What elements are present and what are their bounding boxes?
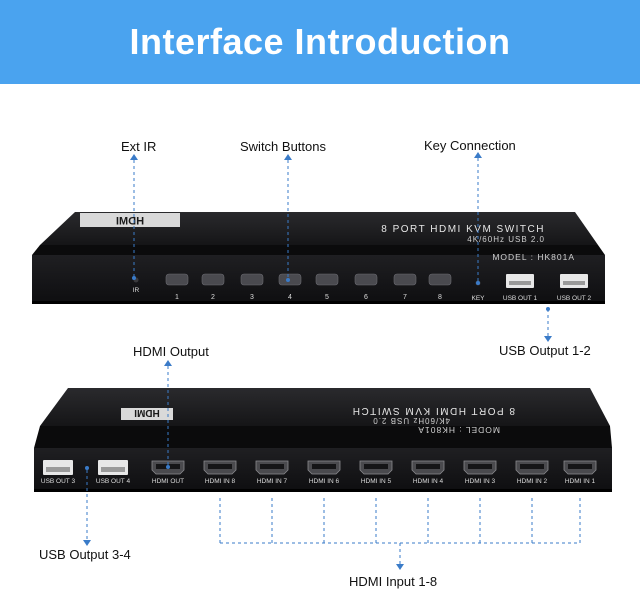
hdmi-in-port-slot	[364, 464, 388, 469]
key-connection-arrowhead	[474, 152, 482, 158]
usb-output-3-4-dot	[85, 466, 89, 470]
rear-spec: 4K/60Hz USB 2.0	[372, 416, 450, 425]
callout-dots	[85, 276, 550, 470]
switch-button-label: 4	[288, 294, 292, 301]
ext-ir-dot	[132, 276, 136, 280]
switch-button-5[interactable]	[315, 273, 339, 286]
switch-button-group: 1 2 3 4 5 6 7 8	[165, 273, 452, 301]
switch-button-label: 3	[250, 294, 254, 301]
switch-button-label: 7	[403, 294, 407, 301]
hdmi-in-label: HDMI IN 4	[413, 478, 444, 485]
hdmi-in-port-slot	[468, 464, 492, 469]
hdmi-in-port-slot	[520, 464, 544, 469]
callout-key-connection: Key Connection	[424, 138, 516, 153]
rear-top-print: 8 PORT HDMI KVM SWITCH 4K/60Hz USB 2.0 M…	[121, 405, 515, 435]
hdmi-in-port-slot	[568, 464, 592, 469]
usb-out-2-port[interactable]	[560, 274, 588, 288]
hdmi-in-label: HDMI IN 3	[465, 478, 496, 485]
rear-product-name: 8 PORT HDMI KVM SWITCH	[351, 405, 515, 416]
hdmi-output-arrowhead	[164, 360, 172, 366]
switch-button-2[interactable]	[201, 273, 225, 286]
switch-buttons-dot	[286, 278, 290, 282]
switch-button-label: 6	[364, 294, 368, 301]
hdmi-in-label: HDMI IN 6	[309, 478, 340, 485]
callout-hdmi-input-1-8: HDMI Input 1-8	[349, 574, 438, 589]
rear-device: 8 PORT HDMI KVM SWITCH 4K/60Hz USB 2.0 M…	[34, 388, 612, 492]
key-label: KEY	[471, 295, 485, 302]
usb-out-2-label: USB OUT 2	[557, 295, 592, 302]
hdmi-in-label: HDMI IN 1	[565, 478, 596, 485]
callout-lines	[86, 158, 581, 564]
title-banner: Interface Introduction	[0, 0, 640, 84]
usb-out-1-label: USB OUT 1	[503, 295, 538, 302]
switch-button-label: 2	[211, 294, 215, 301]
front-spec: 4K/60Hz USB 2.0	[467, 235, 545, 244]
front-device: HDMI 8 PORT HDMI KVM SWITCH 4K/60Hz USB …	[32, 212, 605, 304]
front-logo: HDMI	[80, 213, 180, 228]
switch-button-4[interactable]	[278, 273, 302, 286]
switch-button-label: 1	[175, 294, 179, 301]
hdmi-in-port-slot	[416, 464, 440, 469]
switch-buttons-arrowhead	[284, 154, 292, 160]
callout-usb-output-3-4: USB Output 3-4	[39, 547, 131, 562]
switch-button-3[interactable]	[240, 273, 264, 286]
ext-ir-arrowhead	[130, 154, 138, 160]
key-connection-dot	[476, 281, 480, 285]
callout-ext-ir: Ext IR	[121, 139, 157, 154]
switch-button-6[interactable]	[354, 273, 378, 286]
hdmi-in-port-slot	[260, 464, 284, 469]
front-product-name: 8 PORT HDMI KVM SWITCH	[381, 224, 545, 235]
usb-out-4-port[interactable]	[98, 460, 128, 475]
switch-button-7[interactable]	[393, 273, 417, 286]
hdmi-input-arrowhead	[396, 564, 404, 570]
front-logo-text: HDMI	[116, 216, 144, 228]
callout-arrowheads	[83, 152, 552, 570]
hdmi-in-label: HDMI IN 7	[257, 478, 288, 485]
hdmi-in-port-slot	[312, 464, 336, 469]
hdmi-in-port-group: HDMI IN 8 HDMI IN 7 HDMI IN 6 HDMI IN 5 HDMI…	[203, 460, 597, 485]
switch-button-label: 8	[438, 294, 442, 301]
callout-switch-buttons: Switch Buttons	[240, 139, 326, 154]
hdmi-in-label: HDMI IN 8	[205, 478, 236, 485]
usb-output-1-2-dot	[546, 307, 550, 311]
usb-output-1-2-arrowhead	[544, 336, 552, 342]
usb-out-3-label: USB OUT 3	[41, 478, 76, 485]
rear-model: MODEL : HK801A	[417, 425, 500, 435]
usb-out-4-label: USB OUT 4	[96, 478, 131, 485]
callout-hdmi-output: HDMI Output	[133, 344, 209, 359]
rear-top-surface	[40, 388, 610, 426]
rear-logo-text: HDMI	[134, 407, 160, 418]
switch-button-1[interactable]	[165, 273, 189, 286]
switch-button-label: 5	[325, 294, 329, 301]
switch-button-8[interactable]	[428, 273, 452, 286]
ir-label: IR	[133, 287, 140, 294]
hdmi-output-dot	[166, 465, 170, 469]
callout-usb-output-1-2: USB Output 1-2	[499, 343, 591, 358]
banner-title: Interface Introduction	[129, 21, 511, 62]
hdmi-in-label: HDMI IN 2	[517, 478, 548, 485]
usb-output-3-4-arrowhead	[83, 540, 91, 546]
usb-out-1-port[interactable]	[506, 274, 534, 288]
usb-out-3-port[interactable]	[43, 460, 73, 475]
hdmi-in-label: HDMI IN 5	[361, 478, 392, 485]
hdmi-out-label: HDMI OUT	[152, 478, 184, 485]
hdmi-in-port-slot	[208, 464, 232, 469]
front-model: MODEL : HK801A	[492, 252, 575, 262]
